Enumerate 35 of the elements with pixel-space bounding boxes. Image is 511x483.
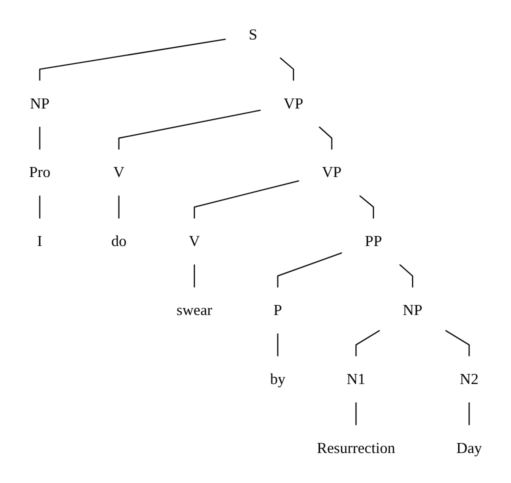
connector	[194, 264, 195, 288]
node-text: PP	[364, 233, 382, 250]
node-text: NP	[402, 302, 422, 319]
node-text: I	[37, 233, 42, 250]
node-text: S	[248, 26, 258, 44]
node-text: Resurrection	[316, 440, 396, 457]
connector	[359, 195, 374, 219]
node-text: Day	[456, 440, 482, 457]
connector	[280, 57, 294, 81]
connector	[468, 402, 470, 426]
connector	[39, 196, 40, 219]
connector	[118, 196, 120, 219]
node-text: do	[111, 233, 127, 250]
connector	[355, 330, 380, 356]
node-text: by	[270, 370, 286, 388]
connector	[399, 264, 414, 288]
connector	[118, 110, 261, 150]
connector	[39, 126, 40, 150]
node-text: V	[188, 233, 200, 250]
connector	[355, 402, 357, 426]
node-text: N2	[460, 370, 479, 388]
node-text: V	[113, 164, 124, 182]
node-text: P	[273, 302, 282, 319]
node-text: NP	[30, 95, 50, 112]
node-text: VP	[284, 95, 304, 112]
node-text: Pro	[29, 164, 50, 182]
node-text: swear	[176, 302, 212, 319]
node-text: N1	[346, 370, 366, 388]
connector	[194, 180, 300, 219]
connector	[39, 38, 226, 81]
connector	[445, 330, 470, 356]
connector	[277, 252, 342, 288]
connector	[277, 333, 278, 356]
connector	[318, 126, 332, 150]
node-text: VP	[322, 164, 342, 182]
